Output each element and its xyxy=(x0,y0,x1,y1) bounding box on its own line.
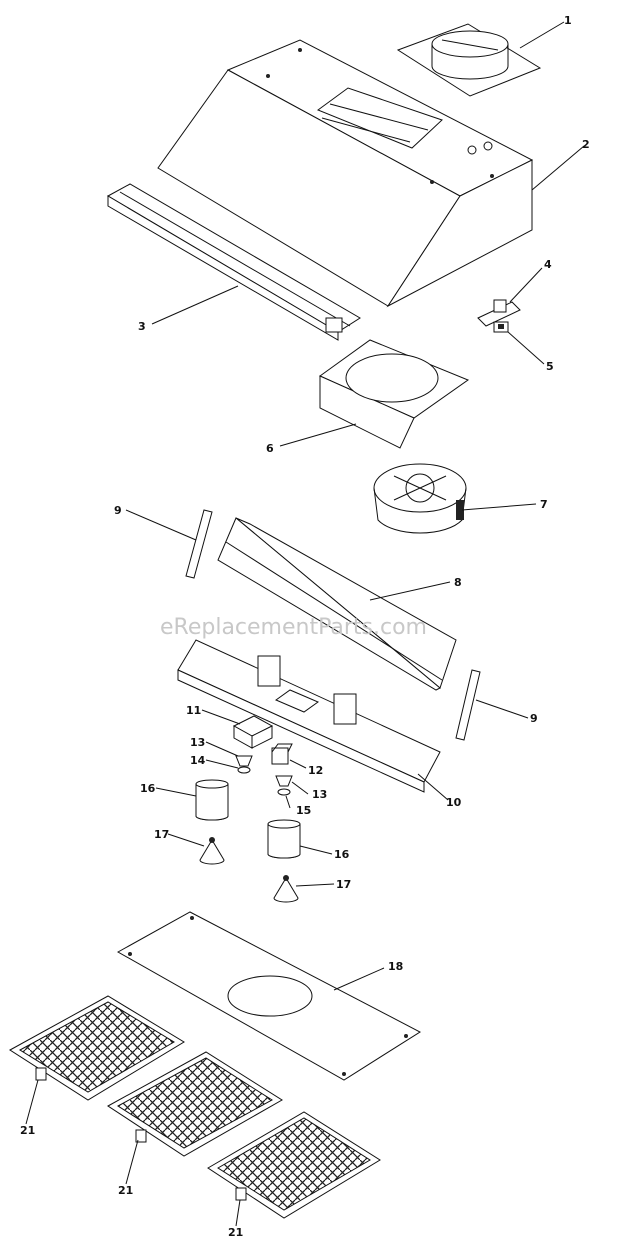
part-label: 16 xyxy=(140,782,156,795)
side-bracket-left-part xyxy=(185,509,213,579)
part-number-labels: 1 2 3 4 5 6 7 8 9 9 10 11 12 13 13 14 15… xyxy=(20,14,590,1239)
part-label: 3 xyxy=(138,320,146,333)
part-label: 8 xyxy=(454,576,462,589)
part-label: 15 xyxy=(296,804,311,817)
part-label: 16 xyxy=(334,848,350,861)
part-label: 9 xyxy=(114,504,122,517)
part-label: 12 xyxy=(308,764,323,777)
leader-lines xyxy=(25,21,585,1227)
grease-filter-1-part xyxy=(9,995,185,1101)
part-label: 13 xyxy=(190,736,205,749)
part-label: 7 xyxy=(540,498,548,511)
light-lens-left-part xyxy=(199,837,225,865)
bottom-pan-part xyxy=(177,639,441,793)
watermark-text: eReplacementParts.com xyxy=(160,615,427,640)
part-label: 14 xyxy=(190,754,206,767)
front-trim-channel-part xyxy=(106,183,361,341)
part-label: 17 xyxy=(336,878,351,891)
blower-mounting-box-part xyxy=(319,339,470,449)
part-label: 2 xyxy=(582,138,590,151)
part-label: 5 xyxy=(546,360,554,373)
part-label: 1 xyxy=(564,14,572,27)
part-label: 21 xyxy=(118,1184,133,1197)
part-label: 13 xyxy=(312,788,327,801)
grease-filter-2-part xyxy=(107,1051,283,1157)
part-label: 17 xyxy=(154,828,169,841)
light-lens-right-part xyxy=(273,875,299,903)
part-label: 21 xyxy=(228,1226,243,1239)
deflector-panel-part xyxy=(217,517,457,691)
hood-housing-part xyxy=(157,39,534,308)
transformer-part xyxy=(232,715,274,749)
grease-filter-3-part xyxy=(207,1111,381,1219)
part-label: 21 xyxy=(20,1124,35,1137)
blower-motor-part xyxy=(373,463,467,534)
switch-part xyxy=(493,321,509,333)
lamp-holder-right-part xyxy=(275,775,293,796)
lamp-holder-left-part xyxy=(235,755,253,774)
part-label: 6 xyxy=(266,442,274,455)
light-socket-part xyxy=(271,743,293,765)
side-bracket-right-part xyxy=(455,669,481,741)
part-label: 4 xyxy=(544,258,552,271)
bottom-cover-plate-part xyxy=(116,911,422,1081)
part-label: 18 xyxy=(388,960,403,973)
part-label: 11 xyxy=(186,704,201,717)
charcoal-cartridge-right-part xyxy=(267,819,301,859)
part-label: 10 xyxy=(446,796,462,809)
switch-bracket-part xyxy=(477,299,521,327)
duct-collar-part xyxy=(396,23,542,97)
part-label: 9 xyxy=(530,712,538,725)
charcoal-cartridge-left-part xyxy=(195,779,229,821)
